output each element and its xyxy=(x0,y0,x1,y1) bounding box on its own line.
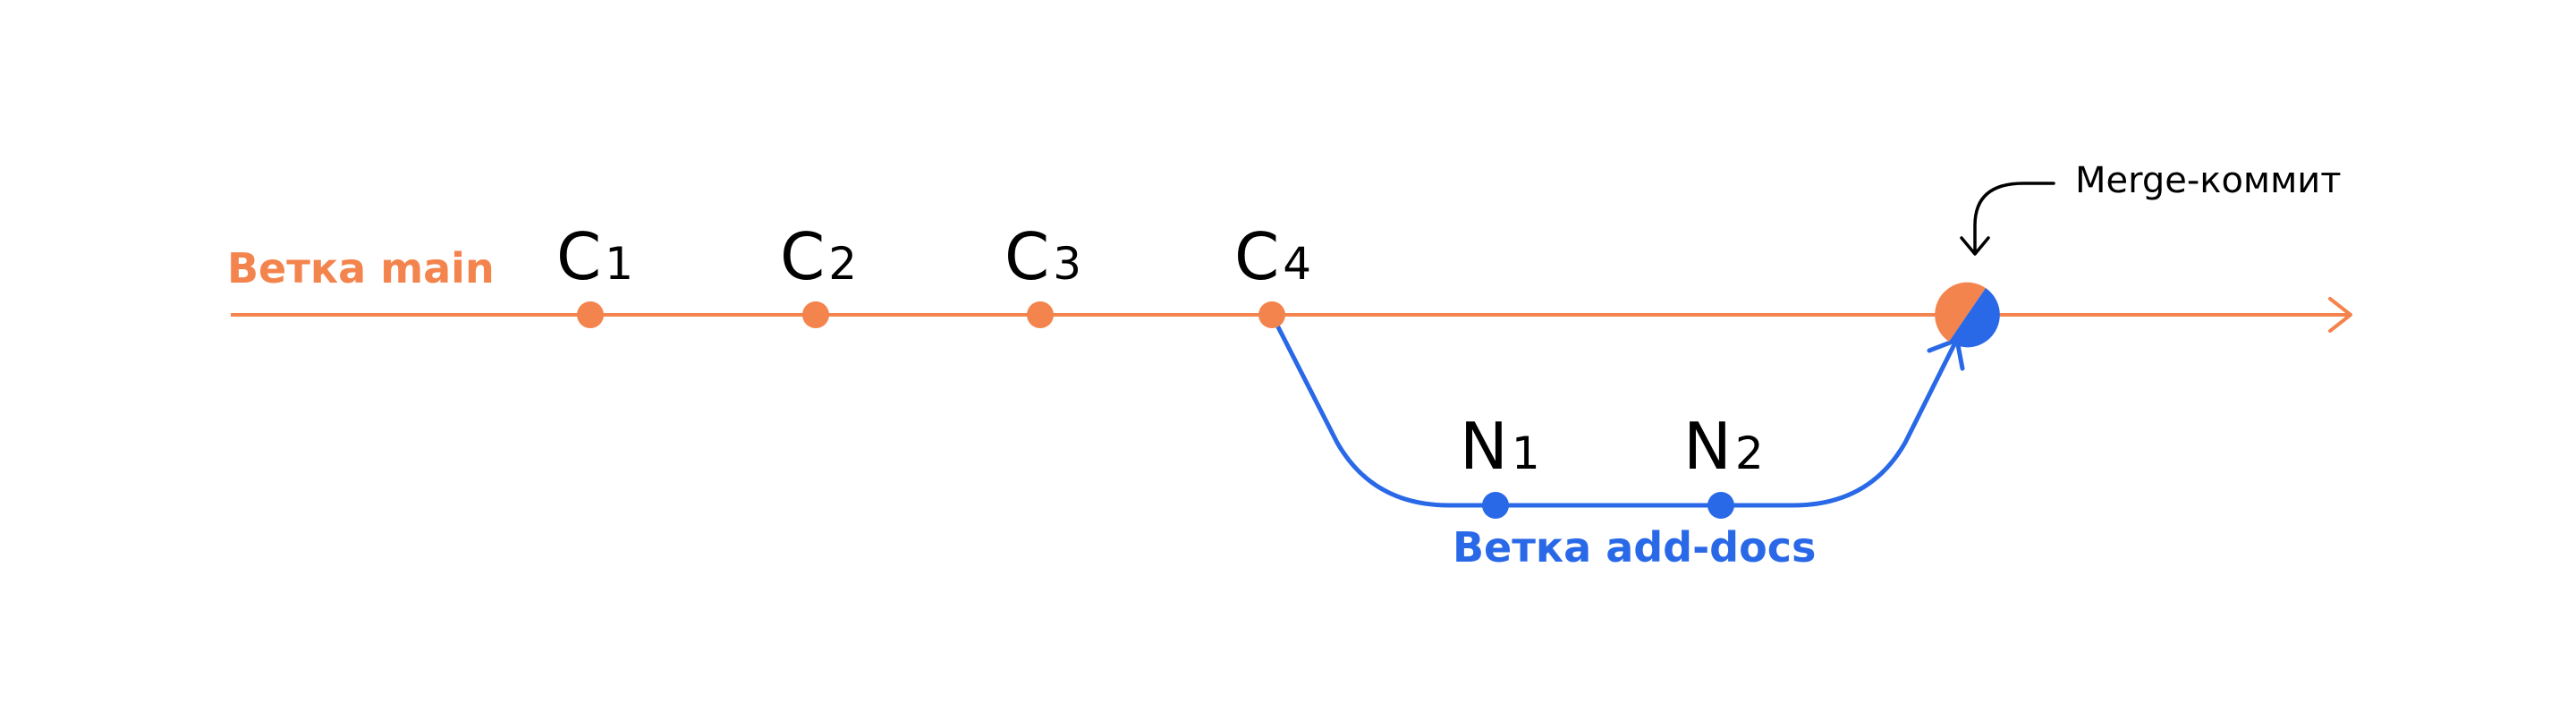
main-commit-c4: C4 xyxy=(1234,219,1311,328)
commit-label: N1 xyxy=(1460,409,1540,484)
merge-commit-main-half xyxy=(1935,282,1986,342)
main-commit-c3: C3 xyxy=(1004,219,1081,328)
commit-dot xyxy=(1027,301,1054,328)
merge-commit-label: Merge-коммит xyxy=(2075,160,2342,201)
main-commit-c2: C2 xyxy=(780,219,857,328)
commit-dot xyxy=(1258,301,1285,328)
commit-label: C1 xyxy=(556,219,633,294)
merge-callout-line xyxy=(1973,182,2055,254)
commit-label: C2 xyxy=(780,219,857,294)
main-commit-c1: C1 xyxy=(556,219,633,328)
merge-commit-feature-half xyxy=(1949,288,2000,348)
commit-dot xyxy=(1707,492,1734,519)
main-branch-arrowhead xyxy=(2328,297,2352,333)
commit-dot xyxy=(1482,492,1509,519)
main-branch-label: Ветка main xyxy=(227,244,495,292)
commit-dot xyxy=(802,301,829,328)
feature-commit-n1: N1 xyxy=(1460,409,1540,519)
merge-callout-arrowhead xyxy=(1960,236,1990,256)
commit-label: C4 xyxy=(1234,219,1311,294)
feature-branch-label: Ветка add-docs xyxy=(1453,523,1816,571)
feature-branch-line xyxy=(1269,313,1957,508)
merge-commit-node xyxy=(1935,282,2000,348)
commit-dot xyxy=(577,301,604,328)
feature-commit-n2: N2 xyxy=(1683,409,1764,519)
commit-label: C3 xyxy=(1004,219,1081,294)
commit-label: N2 xyxy=(1683,409,1764,484)
